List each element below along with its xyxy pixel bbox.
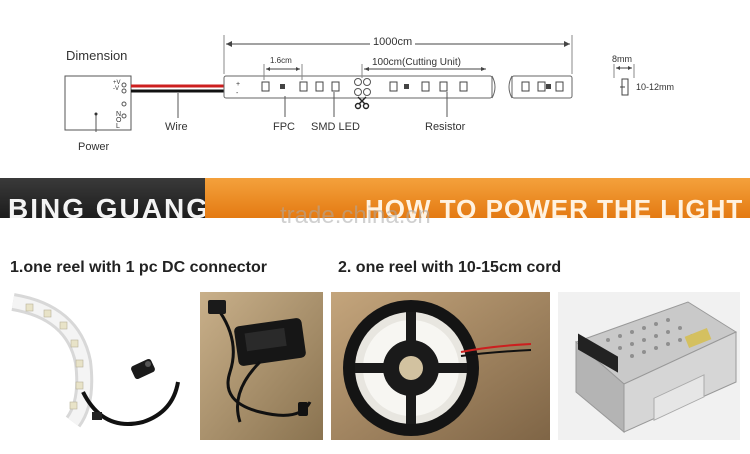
dimension-drawing: + - — [64, 35, 635, 132]
photo-power-supply — [558, 292, 740, 440]
pin-label-positive: +V — [113, 80, 121, 86]
photo-strip-dc-connector — [8, 292, 190, 440]
banner-heading: HOW TO POWER THE LIGHT ON — [365, 194, 750, 218]
width-label: 8mm — [612, 54, 632, 64]
power-label: Power — [78, 141, 110, 153]
banner-left-panel: BING GUANG — [0, 178, 208, 218]
dimension-diagram: + - — [0, 0, 750, 178]
scissors-icon — [354, 96, 370, 110]
connector-label-o: O — [116, 117, 122, 124]
watermark: trade.china.cn — [280, 202, 431, 229]
photo-reel-with-cord — [331, 292, 550, 440]
section-banner: BING GUANG HOW TO POWER THE LIGHT ON — [0, 178, 750, 218]
fpc-label: FPC — [273, 121, 295, 133]
smd-led-label: SMD LED — [311, 121, 360, 133]
photo-power-adapter — [200, 292, 323, 440]
resistor-label: Resistor — [425, 121, 466, 133]
svg-text:-: - — [236, 90, 239, 97]
banner-right-panel: HOW TO POWER THE LIGHT ON — [205, 178, 750, 218]
step-1-label: 1.one reel with 1 pc DC connector — [10, 259, 267, 276]
connector-label-n: N — [116, 111, 122, 118]
step-2-label: 2. one reel with 10-15cm cord — [338, 259, 562, 276]
height-label: 10-12mm — [636, 82, 675, 92]
connector-label-l: L — [116, 123, 120, 130]
pin-label-negative: -V — [113, 86, 119, 92]
power-box — [64, 75, 132, 131]
banner-brand: BING GUANG — [8, 193, 210, 218]
svg-text:+: + — [236, 81, 240, 88]
total-length-label: 1000cm — [370, 36, 416, 48]
dimension-title: Dimension — [66, 48, 128, 63]
cutting-unit-label: 100cm(Cutting Unit) — [372, 57, 461, 68]
led-pitch-label: 1.6cm — [270, 56, 292, 65]
wire-label: Wire — [165, 121, 188, 133]
